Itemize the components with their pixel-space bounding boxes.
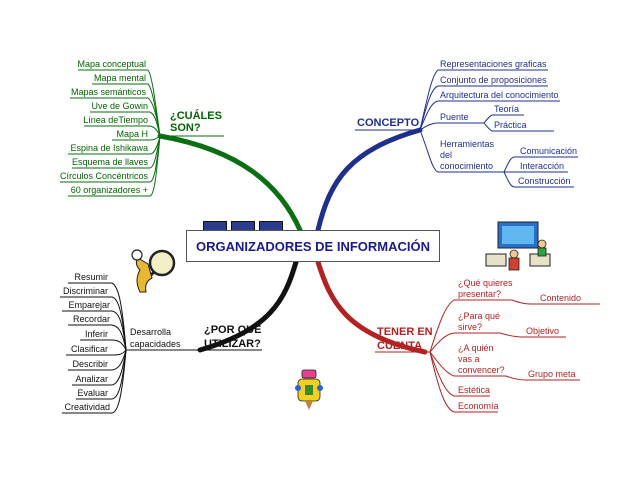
- tener-label-line2: CUENTA: [377, 340, 423, 352]
- cuales-item: Línea deTiempo: [83, 115, 148, 125]
- cuales-item: Mapa H: [116, 129, 148, 139]
- herramientas-item: Comunicación: [520, 146, 578, 156]
- concepto-label: CONCEPTO: [357, 117, 420, 129]
- porque-item: Emparejar: [68, 300, 110, 310]
- cuales-item: Esquema de llaves: [71, 157, 148, 167]
- porque-item: Recordar: [72, 314, 110, 324]
- concepto-item: Conjunto de proposiciones: [440, 75, 547, 85]
- tener-label-line1: TENER EN: [377, 326, 433, 338]
- classroom-computer-icon: [485, 221, 551, 271]
- central-topic: ORGANIZADORES DE INFORMACIÓN: [186, 230, 440, 262]
- puente-item: Teoría: [494, 104, 520, 114]
- porque-label-line1: ¿POR QUÉ: [204, 324, 262, 336]
- cuales-item: Mapa conceptual: [77, 59, 146, 69]
- tener-item: Estética: [458, 385, 491, 395]
- cuales-item: Mapa mental: [93, 73, 146, 83]
- cuales-item: Espina de Ishikawa: [70, 143, 148, 153]
- porque-item: Creatividad: [64, 402, 110, 412]
- porque-sub-line1: Desarrolla: [130, 327, 172, 337]
- porque-item: Inferir: [84, 329, 108, 339]
- branch-porque: [197, 259, 299, 353]
- porque-item: Describir: [72, 359, 108, 369]
- tener-q3-line3: convencer?: [458, 365, 505, 375]
- branch-cuales: [157, 133, 303, 233]
- branch-tener: [315, 259, 428, 355]
- herramientas-label-line1: Herramientas: [440, 139, 495, 149]
- porque-item: Clasificar: [70, 344, 108, 354]
- porque-item: Evaluar: [77, 388, 108, 398]
- puente-label: Puente: [440, 112, 469, 122]
- tener-q3-item: Grupo meta: [528, 369, 576, 379]
- porque-label-line2: UTILIZAR?: [204, 338, 261, 350]
- cuales-item: Círculos Concéntricos: [59, 171, 148, 181]
- herramientas-item: Interacción: [520, 161, 565, 171]
- cuales-label-line2: SON?: [170, 122, 201, 134]
- pencil-figure-icon: [295, 369, 323, 410]
- branch-concepto: [315, 127, 423, 233]
- herramientas-item: Construcción: [518, 176, 571, 186]
- tener-q3-line2: vas a: [458, 354, 480, 364]
- magnifier-figure-icon: [131, 249, 176, 293]
- tener-q3-line1: ¿A quién: [458, 343, 494, 353]
- tener-q2-item: Objetivo: [526, 326, 560, 336]
- tener-q2-line1: ¿Para qué: [458, 311, 501, 321]
- cuales-label-line1: ¿CUÁLES: [170, 110, 222, 122]
- tener-q1-line2: presentar?: [458, 289, 502, 299]
- porque-item: Discriminar: [63, 286, 108, 296]
- cuales-item: Uve de Gowin: [91, 101, 148, 111]
- tener-q1-item: Contenido: [540, 293, 582, 303]
- herramientas-label-line3: conocimiento: [440, 161, 494, 171]
- tener-item: Economía: [458, 401, 499, 411]
- porque-item: Resumir: [74, 272, 108, 282]
- tener-q1-line1: ¿Qué quieres: [458, 278, 513, 288]
- tener-q2-line2: sirve?: [458, 322, 483, 332]
- concepto-item: Representaciones graficas: [440, 59, 547, 69]
- puente-item: Práctica: [494, 120, 527, 130]
- cuales-item: 60 organizadores +: [70, 185, 148, 195]
- herramientas-label-line2: del: [440, 150, 453, 160]
- cuales-item: Mapas semánticos: [70, 87, 146, 97]
- porque-sub-line2: capacidades: [130, 339, 181, 349]
- porque-item: Analizar: [75, 374, 108, 384]
- concepto-item: Arquitectura del conocimiento: [440, 90, 559, 100]
